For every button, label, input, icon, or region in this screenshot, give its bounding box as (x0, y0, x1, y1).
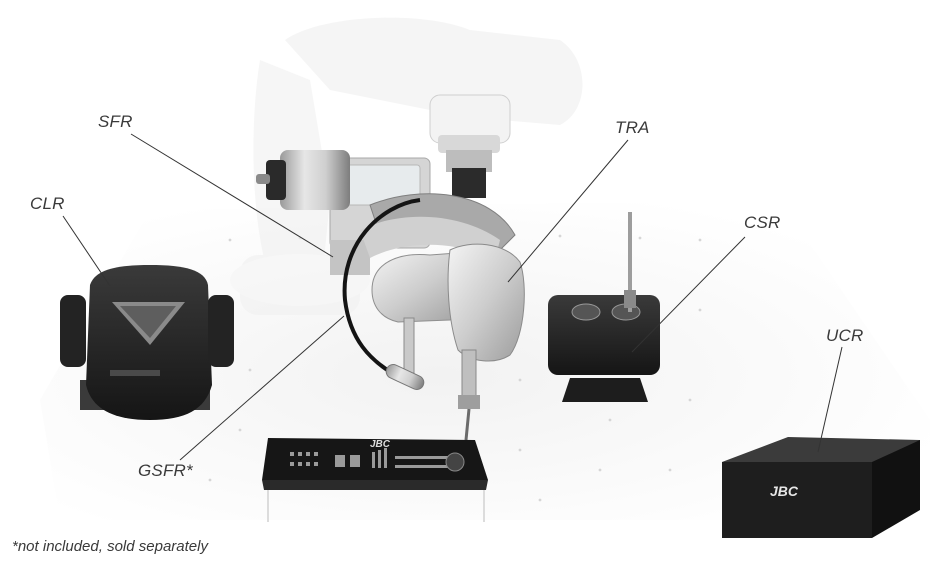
footnote: *not included, sold separately (12, 538, 208, 555)
ucr-unit: JBC (722, 437, 920, 538)
label-ucr: UCR (826, 326, 864, 345)
leader-csr (631, 236, 746, 353)
leader-ucr (817, 346, 843, 453)
leader-clr (62, 215, 111, 287)
leader-sfr (130, 133, 334, 258)
label-sfr: SFR (98, 112, 133, 131)
mounting-bracket (360, 193, 516, 260)
leader-tra (507, 139, 629, 283)
csr-changer (548, 212, 660, 402)
label-csr: CSR (744, 213, 781, 232)
robot-wrist (429, 94, 511, 198)
clr-cleaner (60, 265, 234, 420)
label-tra: TRA (615, 118, 650, 137)
tra-head (371, 243, 525, 441)
pcb-logo: JBC (370, 439, 391, 450)
label-clr: CLR (30, 194, 65, 213)
ucr-logo: JBC (770, 483, 799, 499)
leader-lines (62, 133, 843, 461)
label-gsfr: GSFR* (138, 461, 193, 480)
pcb-board: JBC (262, 438, 488, 522)
gsfr-tube (342, 198, 425, 390)
leader-gsfr (179, 315, 345, 461)
